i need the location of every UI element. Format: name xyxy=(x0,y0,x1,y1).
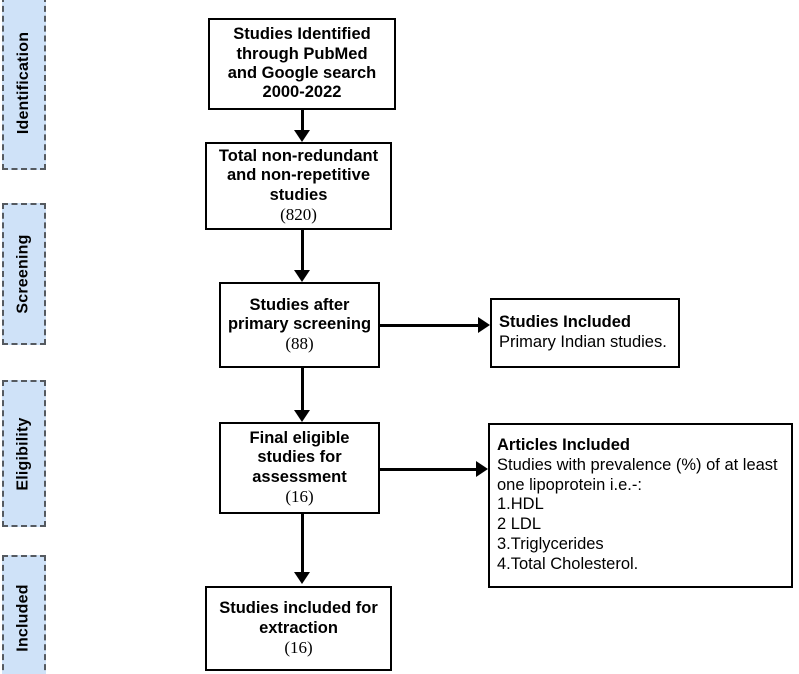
node-line: one lipoprotein i.e.-: xyxy=(497,475,642,494)
node-total-non-redundant: Total non-redundant and non-repetitive s… xyxy=(205,142,392,230)
connector-eligible-to-extraction xyxy=(301,514,304,576)
node-line: Primary Indian studies. xyxy=(499,332,667,351)
stage-identification: Identification xyxy=(2,0,46,170)
connector-nonredundant-to-screening xyxy=(301,230,304,274)
node-line: Studies with prevalence (%) of at least xyxy=(497,455,778,474)
node-line: Studies Identified xyxy=(233,25,371,44)
node-studies-identified: Studies Identified through PubMed and Go… xyxy=(208,18,396,110)
node-line: extraction xyxy=(259,618,338,637)
stage-eligibility: Eligibility xyxy=(2,380,46,527)
stage-eligibility-label: Eligibility xyxy=(15,416,33,491)
node-line: primary screening xyxy=(227,315,372,334)
node-line: 4.Total Cholesterol. xyxy=(497,554,639,573)
connector-screening-to-studies-included xyxy=(380,324,480,327)
node-count: (820) xyxy=(280,205,317,224)
node-studies-included-for-extraction: Studies included for extraction (16) xyxy=(205,586,392,671)
node-line: Studies included for xyxy=(219,599,378,618)
stage-screening-label: Screening xyxy=(15,234,33,314)
node-heading: Articles Included xyxy=(497,436,630,455)
node-line: assessment xyxy=(252,467,347,486)
connector-screening-to-eligible xyxy=(301,368,304,414)
node-studies-after-primary-screening: Studies after primary screening (88) xyxy=(219,282,380,368)
node-count: (88) xyxy=(285,334,314,354)
node-line: Final eligible xyxy=(249,429,350,448)
node-count: (16) xyxy=(284,637,313,657)
node-line: studies for xyxy=(257,448,342,467)
node-studies-included: Studies Included Primary Indian studies. xyxy=(490,298,680,368)
node-line: studies xyxy=(269,185,328,204)
stage-included: Included xyxy=(2,555,46,674)
node-line: 1.HDL xyxy=(497,495,544,514)
stage-included-label: Included xyxy=(15,583,33,652)
node-heading: Studies Included xyxy=(499,313,632,332)
connector-eligible-to-articles-included xyxy=(380,468,478,471)
node-final-eligible-studies: Final eligible studies for assessment (1… xyxy=(219,422,380,514)
node-line: 2 LDL xyxy=(497,515,542,534)
arrow-head-down xyxy=(294,270,310,282)
arrow-head-down xyxy=(294,410,310,422)
arrow-head-down xyxy=(294,572,310,584)
arrow-head-right xyxy=(476,461,488,477)
node-line: Studies after xyxy=(249,295,350,314)
node-line: through PubMed xyxy=(236,44,368,63)
node-line: and Google search xyxy=(227,64,377,82)
stage-screening: Screening xyxy=(2,203,46,345)
node-line: 2000-2022 xyxy=(262,83,342,102)
node-count: (16) xyxy=(285,487,314,506)
arrow-head-down xyxy=(294,130,310,142)
node-line: and non-repetitive xyxy=(226,166,370,185)
node-articles-included: Articles Included Studies with prevalenc… xyxy=(488,423,793,588)
arrow-head-right xyxy=(478,317,490,333)
connector-identified-to-nonredundant xyxy=(301,110,304,132)
stage-identification-label: Identification xyxy=(15,31,33,135)
node-line: 3.Triglycerides xyxy=(497,534,604,553)
node-line: Total non-redundant xyxy=(218,147,379,166)
